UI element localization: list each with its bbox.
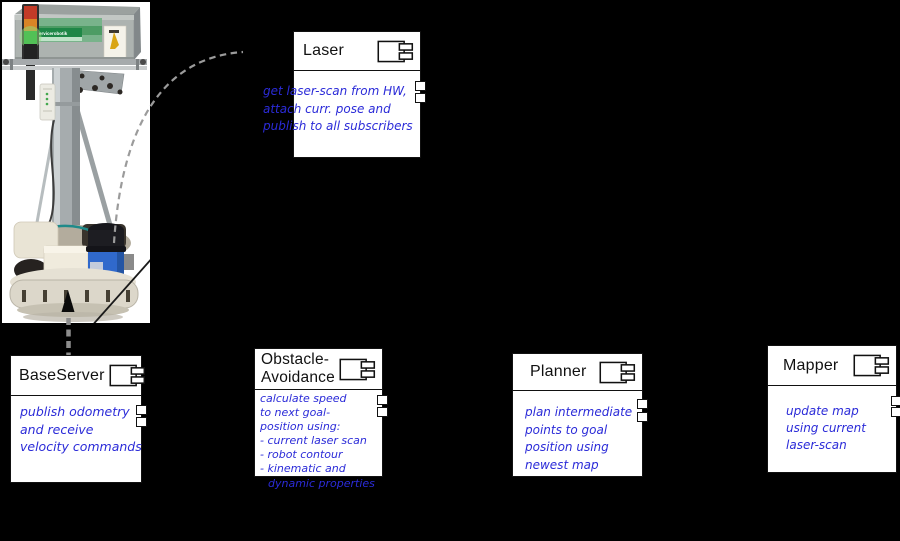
device-box	[39, 83, 56, 121]
crate-sticker-text: Servicerobotik	[36, 31, 68, 36]
component-baseserver: BaseServer publish odometry and receive …	[10, 355, 147, 483]
component-icon	[377, 40, 414, 62]
component-mapper: Mapper update map using current laser-sc…	[767, 345, 900, 473]
component-baseserver-titlebar: BaseServer	[11, 356, 145, 396]
component-planner-title: Planner	[530, 363, 587, 381]
component-mapper-title: Mapper	[783, 356, 839, 374]
component-planner-titlebar: Planner	[513, 354, 642, 391]
component-baseserver-note: publish odometry and receive velocity co…	[20, 404, 142, 454]
bumper-ring	[9, 268, 139, 322]
component-laser-titlebar: Laser	[294, 32, 420, 71]
component-mapper-note: update map using current laser-scan	[786, 404, 866, 452]
callout-arrowhead	[61, 290, 75, 312]
robot-photo: Servicerobotik	[2, 2, 155, 329]
port	[376, 407, 388, 417]
component-obstacle-avoidance: Obstacle- Avoidance calculate speed to n…	[254, 348, 388, 490]
port	[890, 396, 900, 406]
component-obstacle-avoidance-titlebar: Obstacle- Avoidance	[255, 349, 382, 390]
component-baseserver-title: BaseServer	[19, 366, 105, 384]
component-laser-title: Laser	[303, 42, 345, 60]
port	[135, 417, 147, 427]
port	[414, 81, 426, 91]
robot-illustration: Servicerobotik	[2, 4, 155, 329]
component-mapper-titlebar: Mapper	[768, 346, 896, 386]
port	[636, 412, 648, 422]
mast	[34, 68, 115, 236]
component-laser: Laser get laser-scan from HW, attach cur…	[263, 31, 426, 158]
hidden-connector-line	[89, 255, 155, 329]
component-planner: Planner plan intermediate points to goal…	[512, 353, 648, 477]
component-planner-note: plan intermediate points to goal positio…	[525, 405, 633, 472]
port	[414, 93, 426, 103]
component-icon	[339, 358, 376, 380]
component-obstacle-avoidance-note-overflow: dynamic properties	[268, 477, 375, 490]
port	[135, 405, 147, 415]
port	[890, 407, 900, 417]
component-icon	[599, 361, 636, 383]
component-obstacle-avoidance-title: Obstacle- Avoidance	[261, 351, 335, 386]
port	[376, 395, 388, 405]
component-icon	[853, 354, 890, 377]
component-obstacle-avoidance-note: calculate speed to next goal- position u…	[260, 392, 367, 475]
signal-tower	[19, 4, 42, 100]
port	[636, 399, 648, 409]
component-icon	[109, 364, 145, 387]
component-laser-note: get laser-scan from HW, attach curr. pos…	[263, 84, 413, 133]
